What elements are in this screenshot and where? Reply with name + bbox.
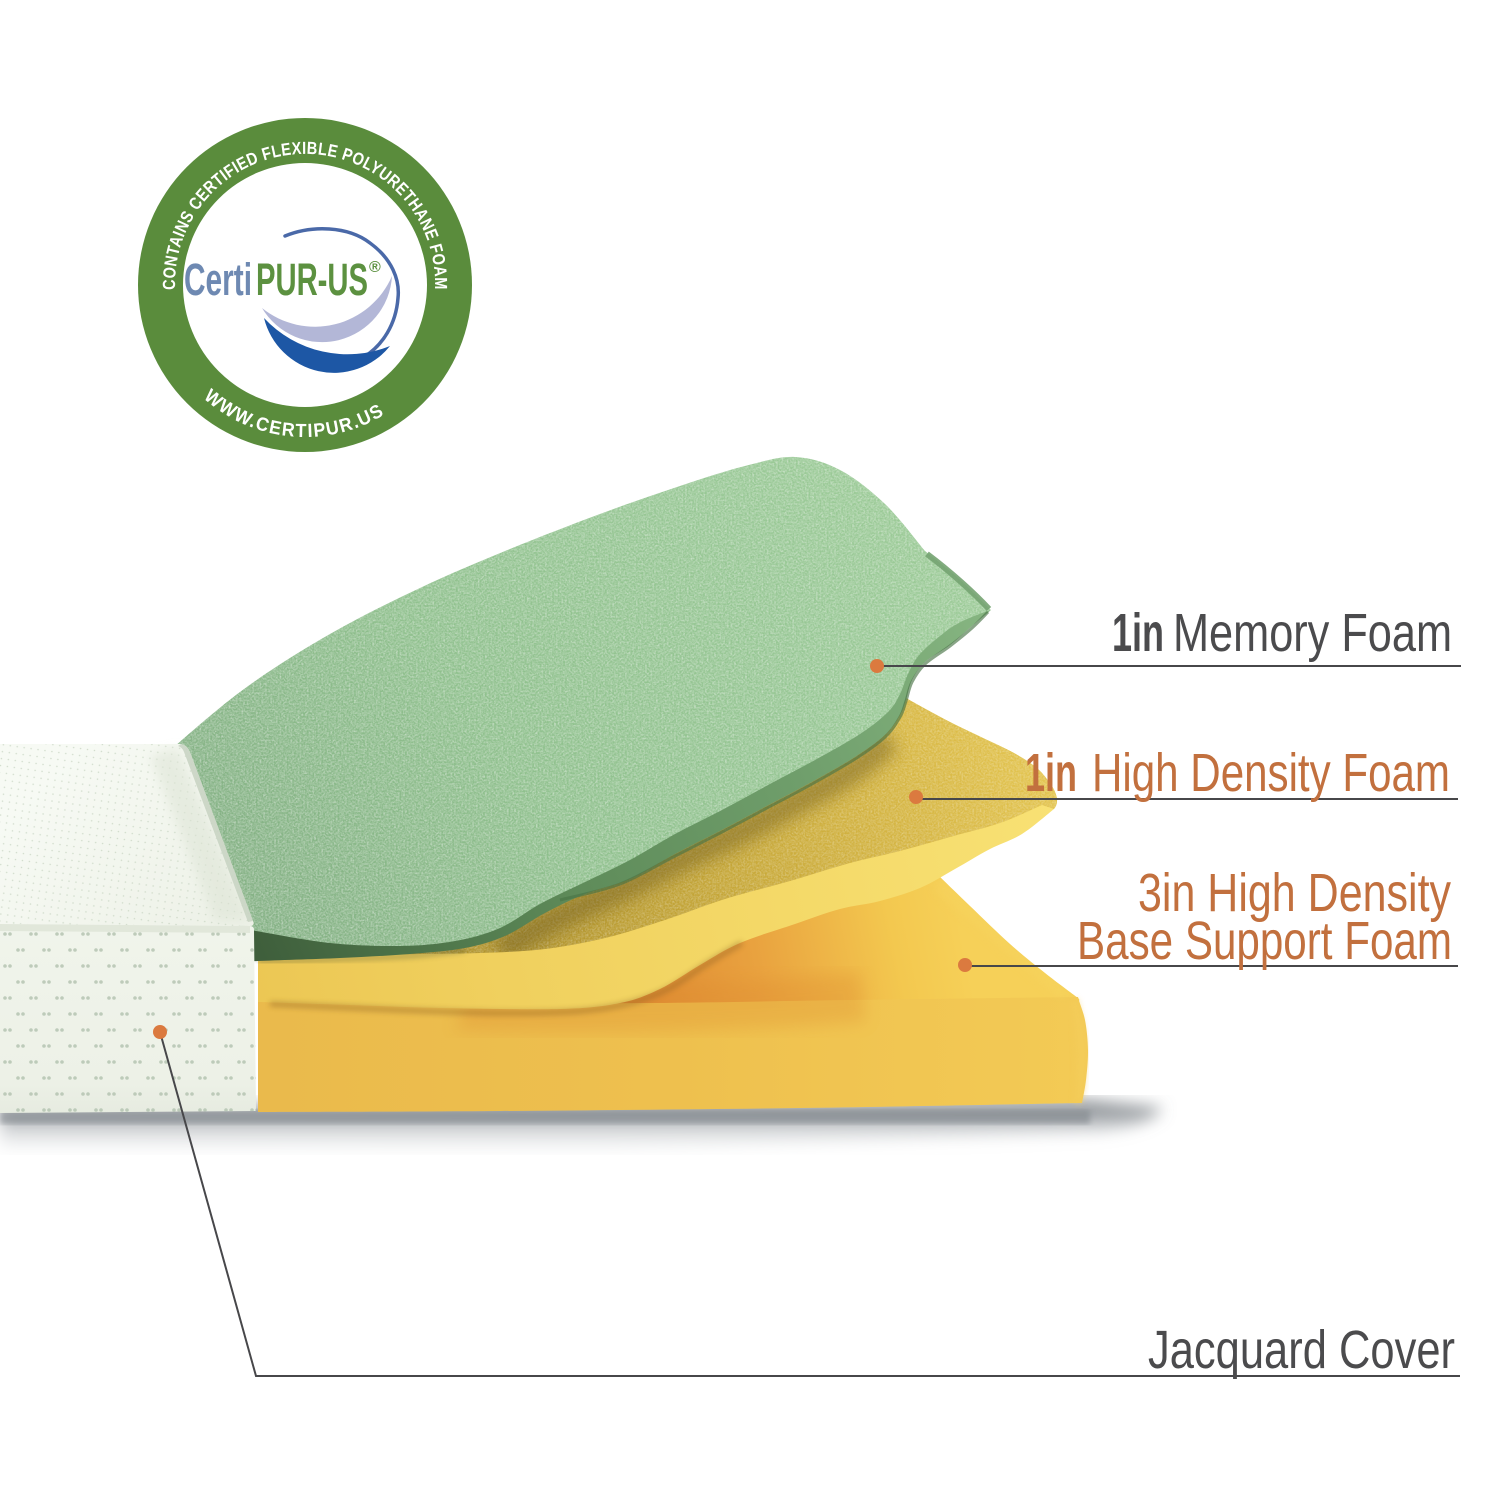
- svg-text:1in: 1in: [1025, 743, 1077, 803]
- svg-text:1in: 1in: [1112, 603, 1164, 663]
- svg-text:Jacquard Cover: Jacquard Cover: [1148, 1320, 1455, 1380]
- svg-text:3in High Density: 3in High Density: [1138, 863, 1451, 923]
- svg-text:Certi: Certi: [184, 254, 252, 305]
- svg-text:Memory Foam: Memory Foam: [1173, 603, 1452, 663]
- svg-text:Base Support Foam: Base Support Foam: [1077, 911, 1452, 971]
- svg-text:®: ®: [369, 259, 381, 276]
- svg-text:High Density Foam: High Density Foam: [1092, 743, 1450, 803]
- svg-text:PUR-US: PUR-US: [256, 254, 368, 305]
